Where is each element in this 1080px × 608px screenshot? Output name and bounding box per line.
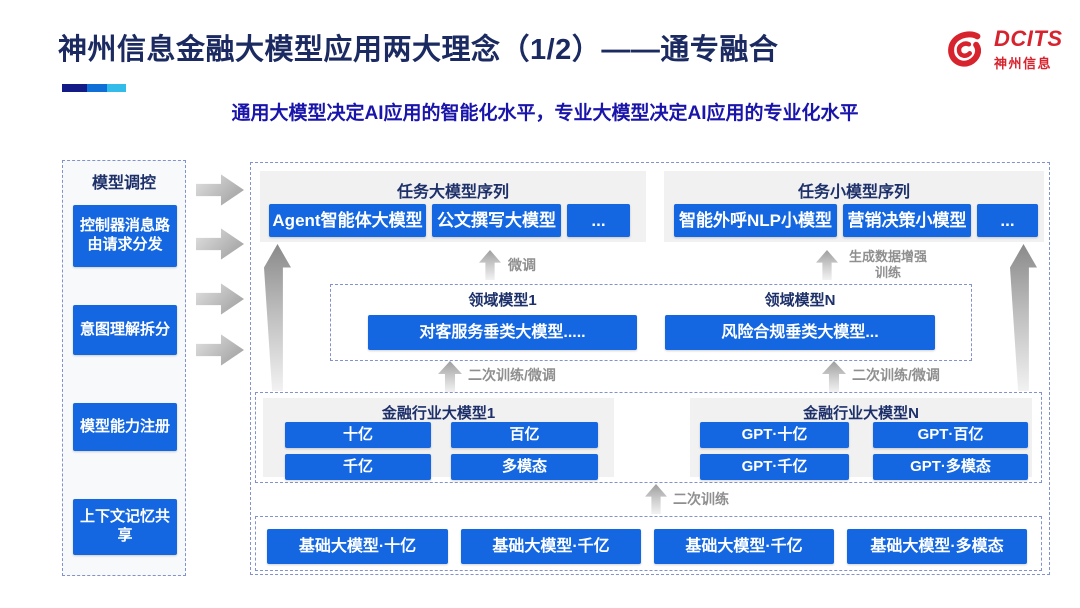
sidebar-item-controller-routing: 控制器消息路由请求分发 [73, 205, 177, 267]
label-finetune: 微调 [508, 257, 536, 273]
node-multimodal-scale: 多模态 [451, 454, 598, 480]
node-gpt-ten-billion: GPT·百亿 [873, 422, 1028, 448]
node-customer-service-vertical-model: 对客服务垂类大模型..... [368, 315, 637, 350]
node-outbound-nlp-small-model: 智能外呼NLP小模型 [674, 204, 837, 237]
right-arrow-icon [196, 283, 244, 315]
domain-model-1-title: 领域模型1 [468, 292, 537, 309]
node-marketing-decision-small-model: 营销决策小模型 [843, 204, 971, 237]
sidebar-item-context-memory-share: 上下文记忆共享 [73, 499, 177, 555]
node-risk-compliance-vertical-model: 风险合规垂类大模型... [665, 315, 935, 350]
node-billion-scale: 十亿 [285, 422, 431, 448]
node-base-model-hundred-billion-1: 基础大模型·千亿 [461, 529, 641, 564]
swirl-logo-icon [948, 31, 982, 67]
sidebar-item-intent-split: 意图理解拆分 [73, 305, 177, 355]
node-gpt-multimodal: GPT·多模态 [873, 454, 1028, 480]
accent-bar-segment [62, 84, 87, 92]
right-arrow-icon [196, 334, 244, 366]
accent-bar [62, 84, 126, 92]
industry-model-n-title: 金融行业大模型N [803, 405, 919, 422]
node-ten-billion-scale: 百亿 [451, 422, 598, 448]
label-secondary-training: 二次训练 [673, 491, 729, 507]
task-small-model-title: 任务小模型序列 [797, 184, 910, 201]
label-secondary-training-finetune-left: 二次训练/微调 [468, 367, 556, 383]
node-base-model-hundred-billion-2: 基础大模型·千亿 [654, 529, 834, 564]
label-generated-data-training: 生成数据增强 训练 [848, 249, 927, 281]
sidebar-model-control-panel: 模型调控 控制器消息路由请求分发 意图理解拆分 模型能力注册 上下文记忆共享 [62, 160, 186, 576]
domain-model-n-title: 领域模型N [764, 292, 836, 309]
accent-bar-segment [107, 84, 126, 92]
node-base-model-billion: 基础大模型·十亿 [267, 529, 448, 564]
dcits-logo: DCITS 神州信息 [944, 24, 1074, 76]
logo-company-text: 神州信息 [994, 56, 1053, 71]
node-base-model-multimodal: 基础大模型·多模态 [847, 529, 1027, 564]
node-gpt-billion: GPT·十亿 [700, 422, 849, 448]
industry-model-1-title: 金融行业大模型1 [381, 405, 496, 422]
right-arrow-icon [196, 228, 244, 260]
label-secondary-training-finetune-right: 二次训练/微调 [852, 367, 940, 383]
node-task-small-model-more: ... [977, 204, 1038, 237]
node-agent-large-model: Agent智能体大模型 [269, 204, 426, 237]
page-title: 神州信息金融大模型应用两大理念（1/2）——通专融合 [58, 34, 779, 66]
node-document-writing-large-model: 公文撰写大模型 [432, 204, 561, 237]
node-gpt-hundred-billion: GPT·千亿 [700, 454, 849, 480]
node-hundred-billion-scale: 千亿 [285, 454, 431, 480]
node-task-large-model-more: ... [567, 204, 630, 237]
slide-subtitle: 通用大模型决定AI应用的智能化水平，专业大模型决定AI应用的专业化水平 [231, 103, 859, 124]
accent-bar-segment [87, 84, 107, 92]
sidebar-item-model-capability-register: 模型能力注册 [73, 403, 177, 451]
sidebar-header: 模型调控 [91, 175, 156, 192]
task-large-model-title: 任务大模型序列 [396, 184, 509, 201]
right-arrow-icon [196, 174, 244, 206]
logo-brand-text: DCITS [994, 26, 1063, 51]
